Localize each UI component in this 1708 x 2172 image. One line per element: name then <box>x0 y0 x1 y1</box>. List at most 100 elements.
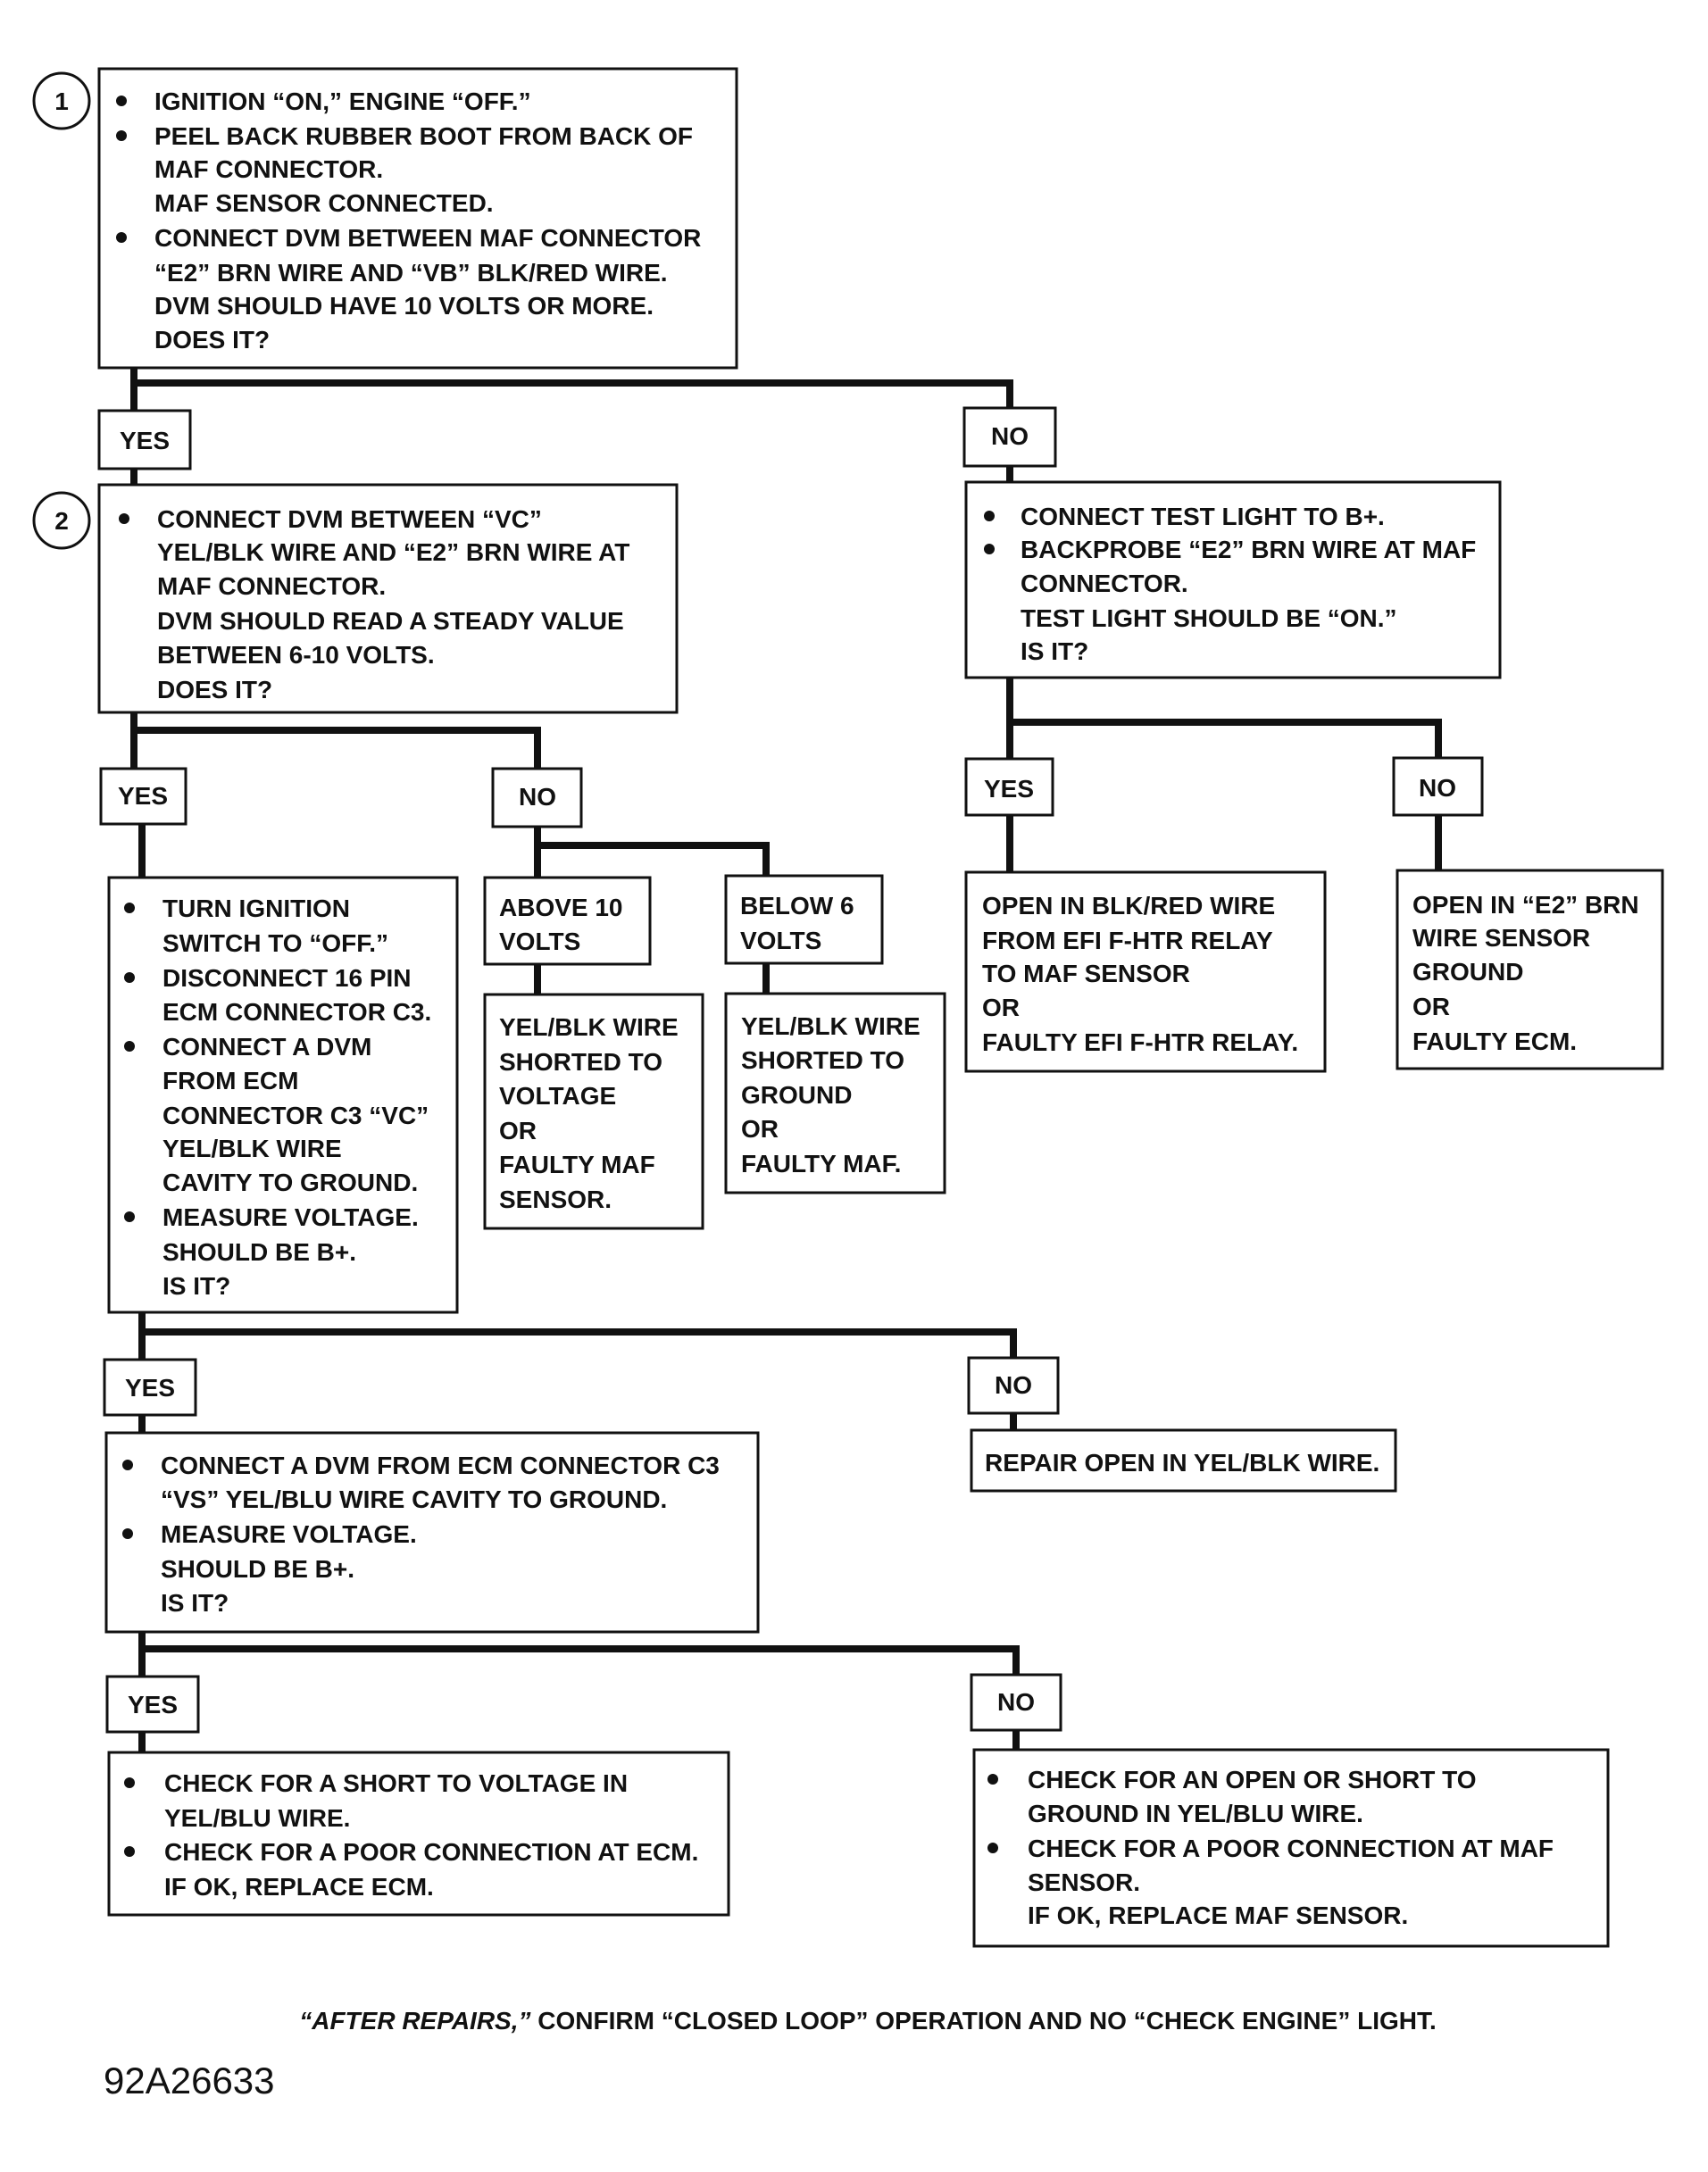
test-light-check: CONNECT TEST LIGHT TO B+. BACKPROBE “E2”… <box>964 480 1664 1073</box>
above-10-result-box <box>483 993 704 1230</box>
below-6-result-box <box>724 992 946 1194</box>
test-light-text-line: BACKPROBE “E2” BRN WIRE AT MAF <box>1021 536 1476 563</box>
ecm-vs-yes-result-line: YEL/BLU WIRE. <box>164 1804 350 1832</box>
ecm-vc-check-line: IS IT? <box>162 1272 230 1300</box>
step-1-yes-label: YES <box>120 427 170 454</box>
bullet <box>116 130 127 141</box>
ecm-vc-check-line: CONNECT A DVM <box>162 1033 371 1061</box>
step-1-text-line: PEEL BACK RUBBER BOOT FROM BACK OF <box>154 122 693 150</box>
test-light-yes-result-line: FAULTY EFI F-HTR RELAY. <box>982 1028 1298 1056</box>
test-light-yes-result-line: OR <box>982 994 1020 1021</box>
ecm-vc-no-result-box <box>970 1428 1397 1493</box>
bullet <box>124 903 135 913</box>
step-1: 1 IGNITION “ON,” ENGINE “OFF.” PEEL BACK… <box>32 67 1057 470</box>
above-10-volts-label: VOLTS <box>499 928 580 955</box>
test-light-yes-box <box>964 757 1054 817</box>
test-light-yes-result-line: TO MAF SENSOR <box>982 960 1190 987</box>
below-6-volts-box <box>724 874 884 965</box>
connector-line <box>138 1632 1020 1677</box>
test-light-no-result-line: GROUND <box>1412 958 1523 986</box>
test-light-no-result-box <box>1396 869 1664 1070</box>
ecm-vc-yes-label: YES <box>125 1374 175 1402</box>
test-light-no-label: NO <box>1419 774 1456 802</box>
above-10-result-line: YEL/BLK WIRE <box>499 1013 679 1041</box>
step-2-text-line: MAF CONNECTOR. <box>157 572 386 600</box>
connector-line <box>1006 678 1442 759</box>
below-6-result-line: SHORTED TO <box>741 1046 904 1074</box>
bullet <box>122 1528 133 1539</box>
step-2-text-line: YEL/BLK WIRE AND “E2” BRN WIRE AT <box>157 538 629 566</box>
step-2-box <box>97 483 679 714</box>
ecm-vc-check-line: DISCONNECT 16 PIN <box>162 964 412 992</box>
step-1-box <box>97 67 738 370</box>
above-10-result-line: FAULTY MAF <box>499 1151 655 1178</box>
ecm-vs-no-result-box <box>972 1748 1610 1948</box>
step-1-yes-box <box>97 409 192 470</box>
bullet <box>119 513 129 524</box>
below-6-volts-label: BELOW 6 <box>740 892 854 920</box>
step-1-text-line: DVM SHOULD HAVE 10 VOLTS OR MORE. <box>154 292 654 320</box>
figure-id: 92A26633 <box>104 2060 275 2101</box>
ecm-vc-yes-box <box>103 1358 197 1417</box>
ecm-vs-check: CONNECT A DVM FROM ECM CONNECTOR C3 “VS”… <box>104 1431 1610 1948</box>
after-repairs-text: CONFIRM “CLOSED LOOP” OPERATION AND NO “… <box>531 2007 1437 2035</box>
ecm-vs-no-result-line: GROUND IN YEL/BLU WIRE. <box>1028 1800 1363 1827</box>
step-1-no-box <box>962 406 1057 468</box>
ecm-vs-check-line: “VS” YEL/BLU WIRE CAVITY TO GROUND. <box>161 1485 667 1513</box>
test-light-no-result-line: OPEN IN “E2” BRN <box>1412 891 1639 919</box>
ecm-vc-check-line: FROM ECM <box>162 1067 298 1094</box>
test-light-no-result-line: OR <box>1412 993 1450 1020</box>
bullet <box>124 1041 135 1052</box>
above-10-volts-label: ABOVE 10 <box>499 894 623 921</box>
step-2-no-box <box>491 767 583 828</box>
step-2-yes-box <box>99 767 187 826</box>
step-1-number-circle <box>32 71 91 130</box>
below-6-result-line: GROUND <box>741 1081 852 1109</box>
bullet <box>116 96 127 106</box>
test-light-yes-result-line: FROM EFI F-HTR RELAY <box>982 927 1273 954</box>
ecm-vs-no-result-line: CHECK FOR A POOR CONNECTION AT MAF <box>1028 1835 1554 1862</box>
step-2-no-label: NO <box>519 783 556 811</box>
step-2-yes-label: YES <box>118 782 168 810</box>
ecm-vc-check-line: CAVITY TO GROUND. <box>162 1169 418 1196</box>
ecm-vc-check-line: TURN IGNITION <box>162 895 350 922</box>
after-repairs-emphasis: “AFTER REPAIRS,” <box>299 2007 530 2035</box>
ecm-vs-yes-result-line: CHECK FOR A POOR CONNECTION AT ECM. <box>164 1838 698 1866</box>
ecm-vc-check-line: CONNECTOR C3 “VC” <box>162 1102 429 1129</box>
step-1-number: 1 <box>54 87 69 115</box>
above-10-volts-box <box>483 876 652 966</box>
bullet <box>122 1460 133 1470</box>
bullet <box>124 1211 135 1222</box>
above-10-result-line: OR <box>499 1117 537 1144</box>
ecm-vs-yes-box <box>105 1675 200 1734</box>
below-6-result-line: OR <box>741 1115 779 1143</box>
ecm-vs-no-result-line: IF OK, REPLACE MAF SENSOR. <box>1028 1902 1408 1929</box>
step-2-number: 2 <box>54 507 69 535</box>
ecm-vc-check-line: YEL/BLK WIRE <box>162 1135 342 1162</box>
test-light-yes-result-line: OPEN IN BLK/RED WIRE <box>982 892 1275 920</box>
above-10-result-line: SENSOR. <box>499 1186 612 1213</box>
after-repairs-note: “AFTER REPAIRS,” CONFIRM “CLOSED LOOP” O… <box>299 2007 1437 2035</box>
below-6-volts-label: VOLTS <box>740 927 821 954</box>
connector-line <box>138 1312 1017 1360</box>
bullet <box>987 1843 998 1853</box>
bullet <box>124 1846 135 1857</box>
connectors <box>130 368 1442 1752</box>
ecm-vs-no-result-line: CHECK FOR AN OPEN OR SHORT TO <box>1028 1766 1476 1793</box>
ecm-vs-yes-result-line: IF OK, REPLACE ECM. <box>164 1873 434 1901</box>
ecm-vc-no-label: NO <box>995 1371 1032 1399</box>
ecm-vc-no-box <box>967 1356 1060 1415</box>
above-10-result-line: VOLTAGE <box>499 1082 616 1110</box>
test-light-box <box>964 480 1502 679</box>
ecm-vc-check-line: MEASURE VOLTAGE. <box>162 1203 419 1231</box>
bullet <box>124 1777 135 1788</box>
bullet <box>987 1774 998 1785</box>
ecm-vc-check-box <box>107 876 459 1314</box>
ecm-vc-check-line: SWITCH TO “OFF.” <box>162 929 388 957</box>
step-2-number-circle <box>32 491 91 550</box>
ecm-vs-check-line: CONNECT A DVM FROM ECM CONNECTOR C3 <box>161 1452 720 1479</box>
ecm-vs-check-line: SHOULD BE B+. <box>161 1555 354 1583</box>
step-1-no-label: NO <box>991 422 1029 450</box>
test-light-no-result-line: WIRE SENSOR <box>1412 924 1590 952</box>
step-1-text-line: IGNITION “ON,” ENGINE “OFF.” <box>154 87 531 115</box>
